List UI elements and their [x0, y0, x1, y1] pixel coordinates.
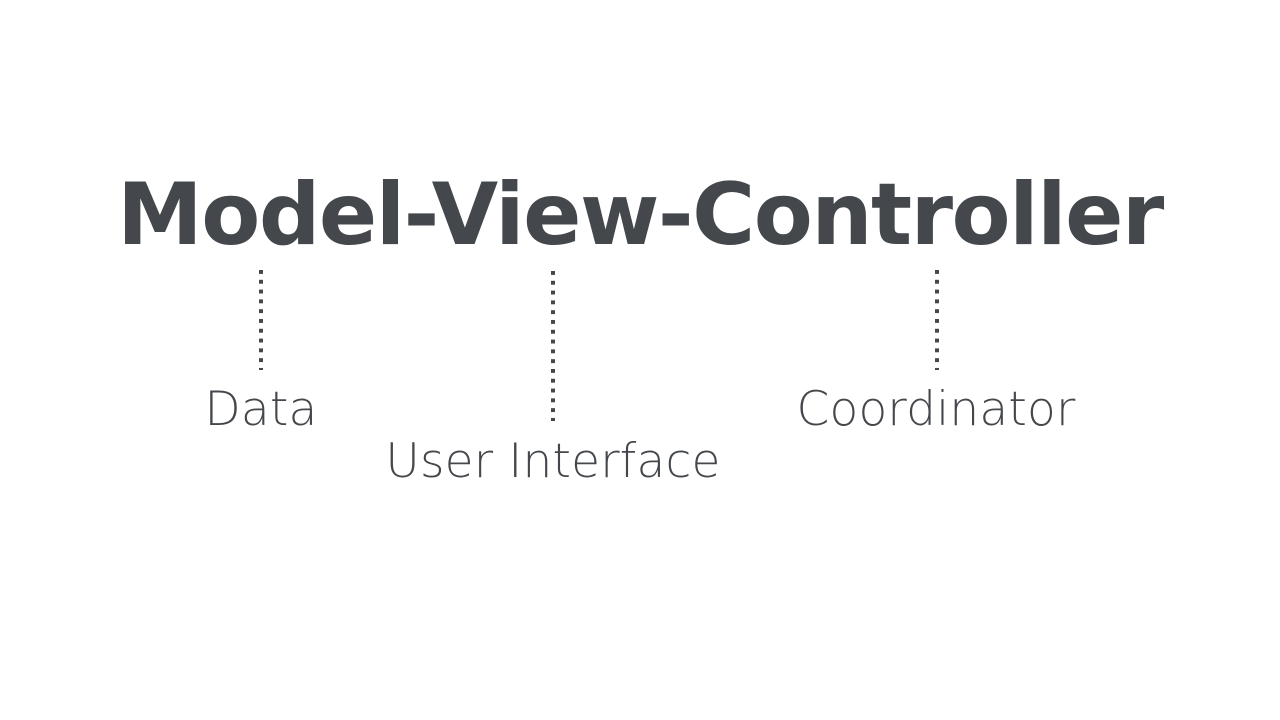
connector-line-controller [935, 270, 939, 370]
page-title: Model-View-Controller [117, 165, 1164, 265]
connector-line-view [551, 271, 555, 421]
caption-model: Data [204, 382, 318, 437]
caption-controller: Coordinator [796, 382, 1076, 437]
connector-line-model [259, 270, 263, 370]
caption-view: User Interface [385, 434, 721, 489]
